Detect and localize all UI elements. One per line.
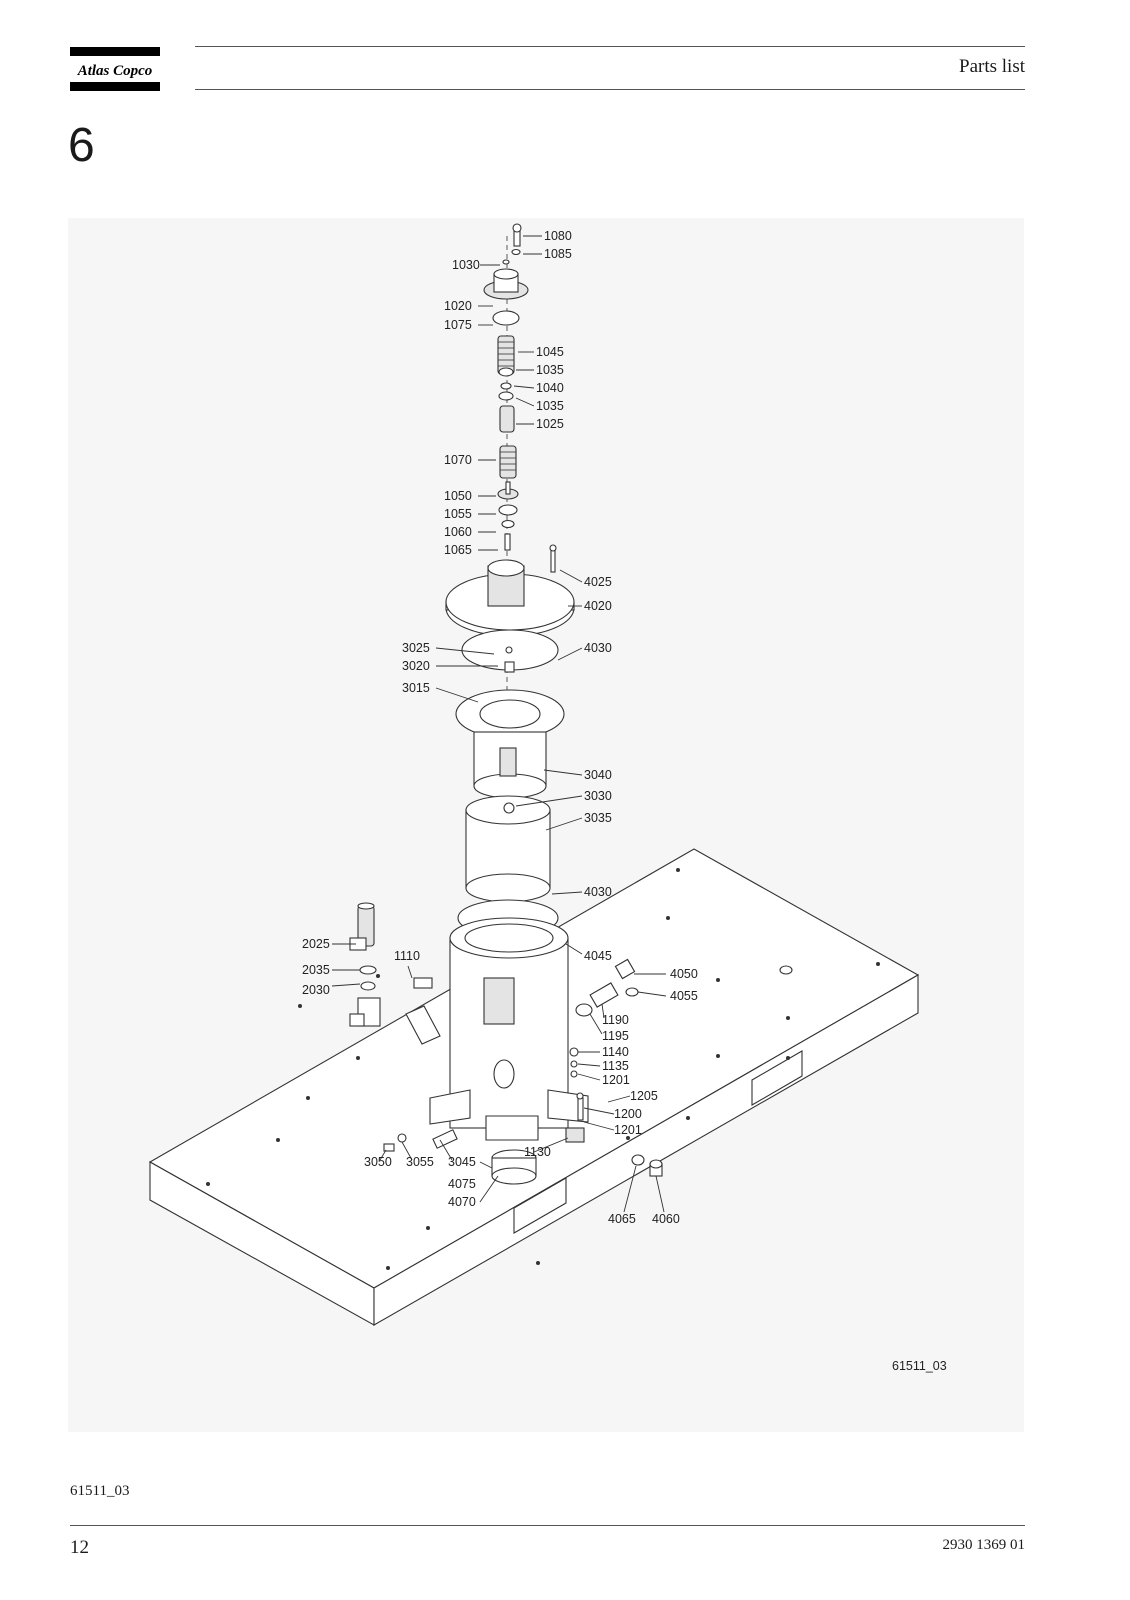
callout-3030: 3030 xyxy=(584,789,612,803)
frame-holes xyxy=(206,868,880,1270)
callout-1080: 1080 xyxy=(544,229,572,243)
callout-1070: 1070 xyxy=(444,453,472,467)
callout-4025: 4025 xyxy=(584,575,612,589)
callout-1050: 1050 xyxy=(444,489,472,503)
callout-4050: 4050 xyxy=(670,967,698,981)
document-number: 2930 1369 01 xyxy=(942,1537,1026,1553)
exploded-view-svg: 1080 1085 1030 1020 1075 1045 1035 1040 … xyxy=(148,223,947,1373)
callout-4030-b: 4030 xyxy=(584,885,612,899)
callout-2035: 2035 xyxy=(302,963,330,977)
section-title: Parts list xyxy=(959,56,1025,77)
callout-labels: 1080 1085 1030 1020 1075 1045 1035 1040 … xyxy=(302,229,698,1226)
top-cover xyxy=(445,544,575,799)
callout-1055: 1055 xyxy=(444,507,472,521)
callout-2025: 2025 xyxy=(302,937,330,951)
callout-1200: 1200 xyxy=(614,1107,642,1121)
callout-4075: 4075 xyxy=(448,1177,476,1191)
drawing-id: 61511_03 xyxy=(892,1359,947,1373)
safety-valve xyxy=(349,902,433,1027)
callout-1190: 1190 xyxy=(602,1013,629,1027)
callout-3045: 3045 xyxy=(448,1155,476,1169)
callout-1020: 1020 xyxy=(444,299,472,313)
callout-1075: 1075 xyxy=(444,318,472,332)
frame-port xyxy=(779,965,793,975)
callout-1025: 1025 xyxy=(536,417,564,431)
callout-3055: 3055 xyxy=(406,1155,434,1169)
footer-rule xyxy=(70,1525,1025,1526)
separator-tank xyxy=(429,795,589,1185)
callout-2030: 2030 xyxy=(302,983,330,997)
callout-1135: 1135 xyxy=(602,1059,629,1073)
callout-1035: 1035 xyxy=(536,363,564,377)
callout-4030: 4030 xyxy=(584,641,612,655)
figure-caption: 61511_03 xyxy=(70,1483,130,1499)
callout-1201-b: 1201 xyxy=(614,1123,642,1137)
callout-3025: 3025 xyxy=(402,641,430,655)
chapter-number: 6 xyxy=(68,119,95,172)
callout-1030: 1030 xyxy=(452,258,480,272)
callout-1130: 1130 xyxy=(524,1145,551,1159)
callout-1065: 1065 xyxy=(444,543,472,557)
callout-4045: 4045 xyxy=(584,949,612,963)
callout-1045: 1045 xyxy=(536,345,564,359)
callout-1110: 1110 xyxy=(394,949,420,963)
callout-4055: 4055 xyxy=(670,989,698,1003)
callout-1201: 1201 xyxy=(602,1073,630,1087)
callout-1040: 1040 xyxy=(536,381,564,395)
callout-4065: 4065 xyxy=(608,1212,636,1226)
valve-assembly xyxy=(483,223,529,551)
header-rule-top xyxy=(195,46,1025,47)
callout-1085: 1085 xyxy=(544,247,572,261)
exploded-parts-drawing: 1080 1085 1030 1020 1075 1045 1035 1040 … xyxy=(68,218,1024,1432)
callout-1140: 1140 xyxy=(602,1045,629,1059)
callout-3015: 3015 xyxy=(402,681,430,695)
callout-4020: 4020 xyxy=(584,599,612,613)
callout-3020: 3020 xyxy=(402,659,430,673)
page-number: 12 xyxy=(70,1537,89,1558)
callout-4060: 4060 xyxy=(652,1212,680,1226)
svg-text:Atlas Copco: Atlas Copco xyxy=(77,63,153,79)
header-rule-bottom xyxy=(195,89,1025,90)
callout-1035-b: 1035 xyxy=(536,399,564,413)
callout-1060: 1060 xyxy=(444,525,472,539)
callout-3040: 3040 xyxy=(584,768,612,782)
callout-4070: 4070 xyxy=(448,1195,476,1209)
atlas-copco-logo: Atlas Copco xyxy=(70,47,160,91)
callout-1195: 1195 xyxy=(602,1029,629,1043)
callout-1205: 1205 xyxy=(630,1089,658,1103)
leader-lines xyxy=(331,235,667,1213)
callout-3035: 3035 xyxy=(584,811,612,825)
callout-3050: 3050 xyxy=(364,1155,392,1169)
